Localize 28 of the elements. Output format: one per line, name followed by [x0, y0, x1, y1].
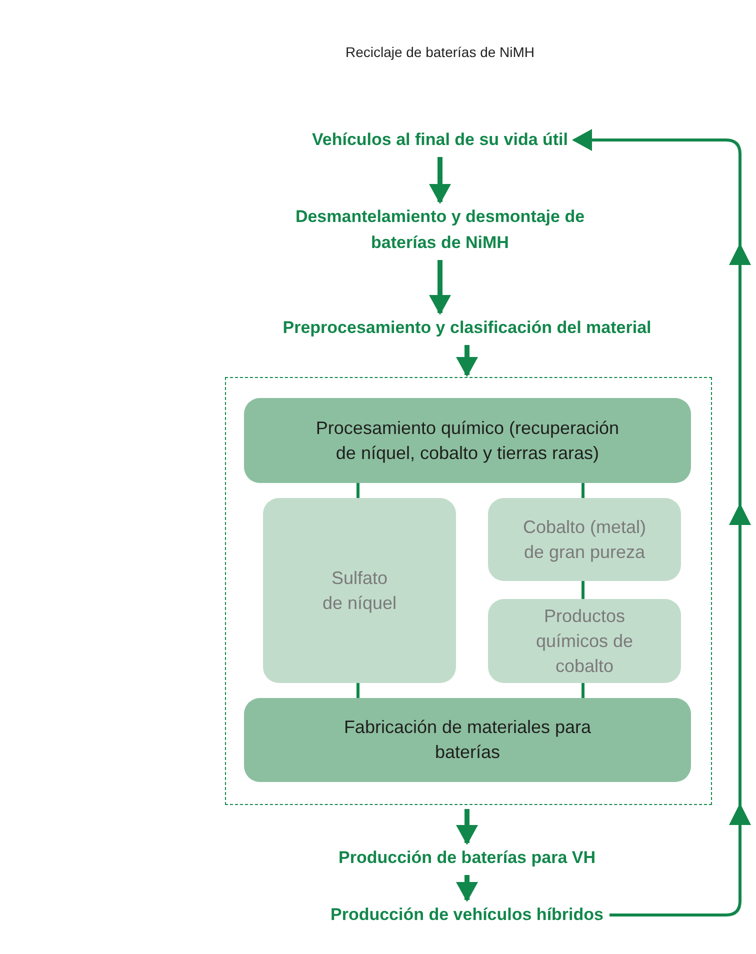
step-label: Desmantelamiento y desmontaje de baterías de NiMH	[290, 204, 590, 256]
process-box	[244, 398, 691, 483]
step-label: Vehículos al final de su vida útil	[312, 127, 568, 153]
box-text: Sulfato de níquel	[321, 566, 398, 615]
diagram-title: Reciclaje de baterías de NiMH	[345, 44, 535, 60]
connector-line	[582, 683, 584, 698]
connector-line	[356, 683, 360, 698]
arrow	[456, 809, 478, 845]
step-label: Producción de baterías para VH	[338, 845, 596, 871]
dashed-boundary	[225, 377, 712, 805]
arrow	[429, 260, 451, 315]
step-label: Producción de vehículos híbridos	[330, 902, 604, 928]
connector-line	[582, 581, 584, 599]
process-box	[244, 698, 691, 782]
arrow	[572, 129, 742, 916]
box-text: Productos químicos de cobalto	[534, 604, 634, 678]
step-label: Preprocesamiento y clasificación del material	[282, 315, 652, 341]
arrow	[429, 157, 451, 204]
process-box	[488, 498, 681, 581]
arrow	[456, 875, 478, 902]
connector-line	[582, 483, 584, 498]
box-text: Cobalto (metal) de gran pureza	[522, 516, 648, 564]
process-box	[263, 498, 456, 683]
box-text: Procesamiento químico (recuperación de níquel, cobalto y tierras raras)	[314, 416, 620, 465]
box-text: Fabricación de materiales para baterías	[342, 716, 592, 764]
process-box	[488, 599, 681, 683]
connector-line	[356, 483, 360, 498]
arrow	[456, 345, 478, 377]
